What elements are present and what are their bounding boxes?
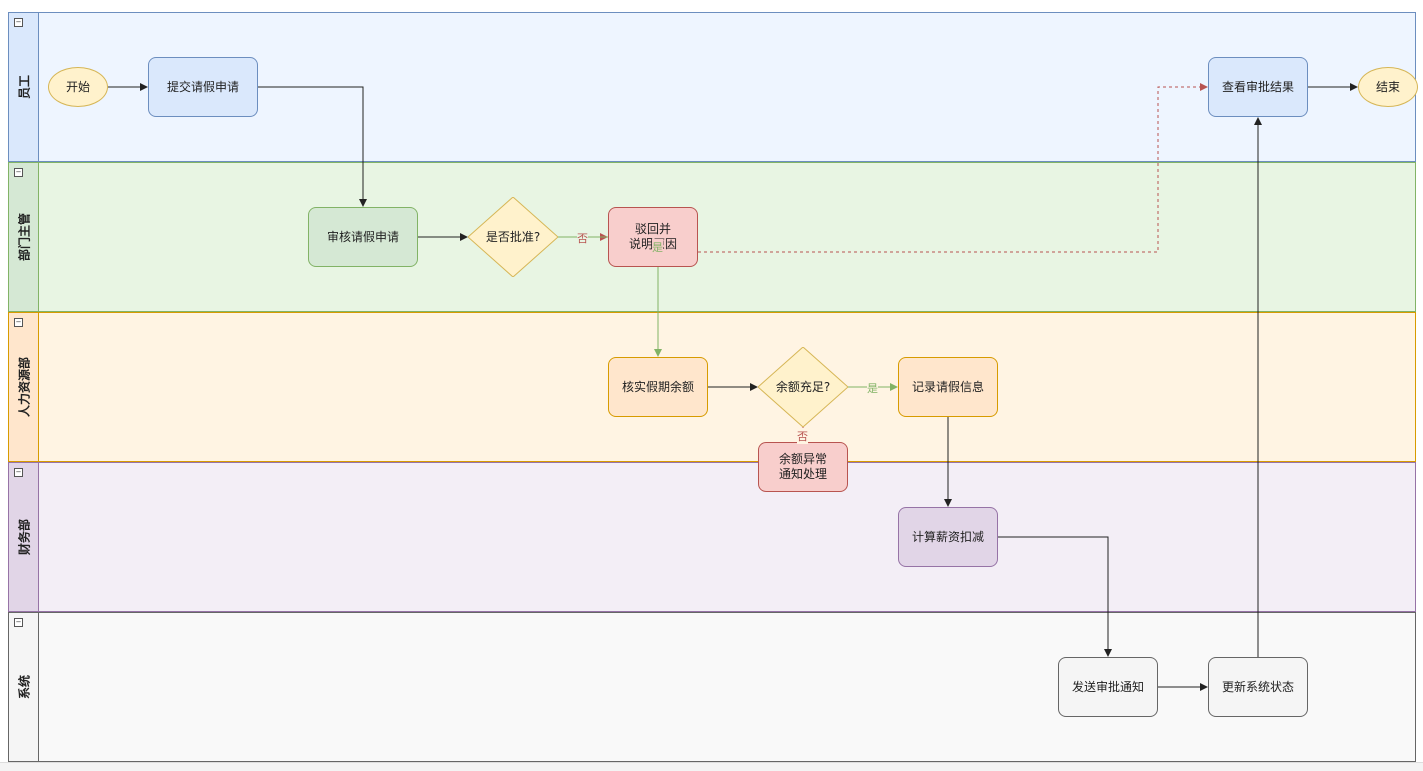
edge-label-approve-yes: 是 — [652, 239, 663, 255]
approve-decision-label: 是否批准? — [485, 229, 541, 244]
edge-calc-send[interactable] — [998, 536, 1112, 657]
end-node[interactable]: 结束 — [1358, 67, 1418, 107]
collapse-icon[interactable]: − — [14, 168, 23, 177]
diamond-shape — [468, 197, 558, 277]
balance-decision-label: 余额充足? — [775, 379, 831, 394]
approve-decision-node[interactable]: 是否批准? — [468, 197, 558, 277]
edge-submit-review[interactable] — [258, 86, 367, 207]
review-request-node[interactable]: 审核请假申请 — [308, 207, 418, 267]
edge-label-balance-yes: 是 — [867, 380, 878, 396]
lane-finance[interactable]: − 财务部 — [8, 462, 1416, 612]
diamond-shape — [758, 347, 848, 427]
update-status-node[interactable]: 更新系统状态 — [1208, 657, 1308, 717]
calc-salary-node[interactable]: 计算薪资扣减 — [898, 507, 998, 567]
send-notice-node[interactable]: 发送审批通知 — [1058, 657, 1158, 717]
collapse-icon[interactable]: − — [14, 468, 23, 477]
edge-label-balance-no: 否 — [797, 428, 808, 444]
view-result-node[interactable]: 查看审批结果 — [1208, 57, 1308, 117]
horizontal-ruler — [0, 762, 1423, 771]
lane-finance-header[interactable]: − 财务部 — [9, 463, 39, 611]
collapse-icon[interactable]: − — [14, 618, 23, 627]
lane-manager[interactable]: − 部门主管 — [8, 162, 1416, 312]
record-leave-node[interactable]: 记录请假信息 — [898, 357, 998, 417]
lane-manager-header[interactable]: − 部门主管 — [9, 163, 39, 311]
edge-label-approve-no: 否 — [577, 230, 588, 246]
lane-system-header[interactable]: − 系统 — [9, 613, 39, 761]
collapse-icon[interactable]: − — [14, 318, 23, 327]
edge-reject-view[interactable] — [698, 83, 1208, 253]
balance-decision-node[interactable]: 余额充足? — [758, 347, 848, 427]
reject-node[interactable]: 驳回并 说明原因 — [608, 207, 698, 267]
check-balance-node[interactable]: 核实假期余额 — [608, 357, 708, 417]
lane-employee-header[interactable]: − 员工 — [9, 13, 39, 161]
balance-error-node[interactable]: 余额异常 通知处理 — [758, 442, 848, 492]
collapse-icon[interactable]: − — [14, 18, 23, 27]
lane-hr-header[interactable]: − 人力资源部 — [9, 313, 39, 461]
submit-request-node[interactable]: 提交请假申请 — [148, 57, 258, 117]
start-node[interactable]: 开始 — [48, 67, 108, 107]
